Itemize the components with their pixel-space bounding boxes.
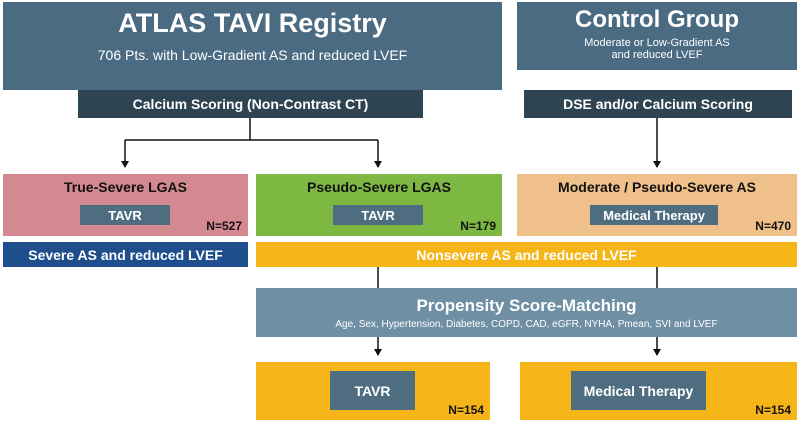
n-count: N=470 — [755, 219, 791, 233]
propensity-title: Propensity Score-Matching — [416, 295, 637, 315]
group-title: True-Severe LGAS — [64, 179, 187, 195]
control-title: Control Group — [575, 6, 739, 33]
treatment-label: TAVR — [330, 371, 415, 410]
treatment-label: Medical Therapy — [590, 205, 718, 225]
n-count: N=154 — [755, 403, 791, 417]
nonsevere-as-bar: Nonsevere AS and reduced LVEF — [256, 242, 797, 267]
dse-step: DSE and/or Calcium Scoring — [524, 90, 792, 118]
matched-tavr: TAVR N=154 — [256, 362, 490, 420]
n-count: N=179 — [460, 219, 496, 233]
control-subtitle-2: and reduced LVEF — [611, 49, 703, 61]
calcium-scoring-step: Calcium Scoring (Non-Contrast CT) — [78, 90, 423, 118]
registry-box: ATLAS TAVI Registry 706 Pts. with Low-Gr… — [3, 2, 502, 90]
matched-medical: Medical Therapy N=154 — [520, 362, 797, 420]
group-title: Pseudo-Severe LGAS — [307, 179, 451, 195]
treatment-label: TAVR — [80, 205, 170, 225]
propensity-box: Propensity Score-Matching Age, Sex, Hype… — [256, 288, 797, 337]
treatment-label: Medical Therapy — [571, 371, 706, 410]
n-count: N=154 — [448, 403, 484, 417]
group-title: Moderate / Pseudo-Severe AS — [558, 179, 756, 195]
control-subtitle-1: Moderate or Low-Gradient AS — [584, 37, 730, 49]
registry-title: ATLAS TAVI Registry — [118, 8, 387, 38]
registry-subtitle: 706 Pts. with Low-Gradient AS and reduce… — [97, 47, 408, 63]
n-count: N=527 — [206, 219, 242, 233]
severe-as-bar: Severe AS and reduced LVEF — [3, 242, 248, 267]
propensity-covariates: Age, Sex, Hypertension, Diabetes, COPD, … — [335, 318, 718, 330]
treatment-label: TAVR — [333, 205, 423, 225]
control-box: Control Group Moderate or Low-Gradient A… — [517, 2, 797, 70]
group-true-severe: True-Severe LGAS TAVR N=527 — [3, 174, 248, 236]
group-pseudo-severe: Pseudo-Severe LGAS TAVR N=179 — [256, 174, 502, 236]
group-moderate: Moderate / Pseudo-Severe AS Medical Ther… — [517, 174, 797, 236]
